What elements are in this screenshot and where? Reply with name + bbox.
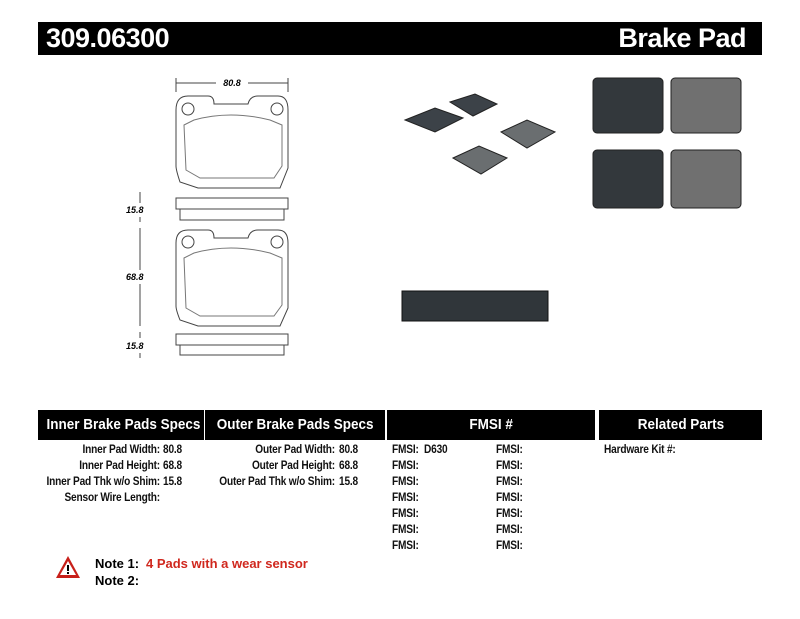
fmsi-label: FMSI:	[392, 492, 419, 504]
fmsi-value: D630	[424, 444, 448, 456]
note-1-label: Note 1:	[95, 556, 140, 571]
outer-value: 15.8	[339, 476, 359, 488]
outer-specs-title: Outer Brake Pads Specs	[216, 416, 374, 433]
thickness-dimension-2: 15.8	[126, 341, 144, 351]
outer-label: Outer Pad Thk w/o Shim:	[219, 476, 335, 488]
fmsi-label: FMSI:	[496, 508, 523, 520]
note-2-label: Note 2:	[95, 573, 140, 588]
outer-label: Outer Pad Height:	[251, 460, 335, 472]
outer-specs-header: Outer Brake Pads Specs	[205, 410, 385, 440]
inner-label: Sensor Wire Length:	[64, 492, 160, 504]
inner-value: 80.8	[163, 444, 183, 456]
fmsi-label: FMSI:	[496, 476, 523, 488]
fmsi-label: FMSI:	[392, 540, 419, 552]
related-parts-header: Related Parts	[599, 410, 762, 440]
fmsi-label: FMSI:	[496, 492, 523, 504]
height-dimension: 68.8	[126, 272, 144, 282]
hardware-kit-label: Hardware Kit #:	[604, 444, 676, 456]
fmsi-label: FMSI:	[496, 540, 523, 552]
outer-label: Outer Pad Width:	[255, 444, 335, 456]
inner-specs-title: Inner Brake Pads Specs	[46, 416, 201, 433]
fmsi-label: FMSI:	[392, 524, 419, 536]
fmsi-label: FMSI:	[496, 444, 523, 456]
fmsi-label: FMSI:	[392, 476, 419, 488]
inner-specs-header: Inner Brake Pads Specs	[38, 410, 204, 440]
fmsi-label: FMSI:	[496, 460, 523, 472]
product-type: Brake Pad	[618, 23, 746, 53]
inner-label: Inner Pad Height:	[79, 460, 160, 472]
inner-value: 68.8	[163, 460, 183, 472]
outer-value: 80.8	[339, 444, 359, 456]
inner-value: 15.8	[163, 476, 183, 488]
inner-label: Inner Pad Width:	[82, 444, 161, 456]
fmsi-label: FMSI:	[496, 524, 523, 536]
pad-backing-photo	[592, 77, 742, 209]
inner-label: Inner Pad Thk w/o Shim:	[46, 476, 161, 488]
fmsi-label: FMSI:	[392, 444, 419, 456]
fmsi-title: FMSI #	[469, 416, 513, 433]
outer-value: 68.8	[339, 460, 359, 472]
fmsi-header: FMSI #	[387, 410, 595, 440]
note-1-text: 4 Pads with a wear sensor	[146, 556, 308, 571]
fmsi-label: FMSI:	[392, 460, 419, 472]
part-number: 309.06300	[46, 23, 170, 53]
title-bar: 309.06300 Brake Pad	[38, 22, 762, 55]
warning-icon	[56, 556, 80, 578]
technical-drawing: 80.8 15.8 68.8 15.8	[126, 78, 289, 358]
pad-set-photo	[403, 93, 557, 175]
fmsi-label: FMSI:	[392, 508, 419, 520]
pad-side-photo	[401, 290, 549, 322]
width-dimension: 80.8	[223, 78, 241, 88]
thickness-dimension-1: 15.8	[126, 205, 144, 215]
related-parts-title: Related Parts	[637, 416, 724, 433]
